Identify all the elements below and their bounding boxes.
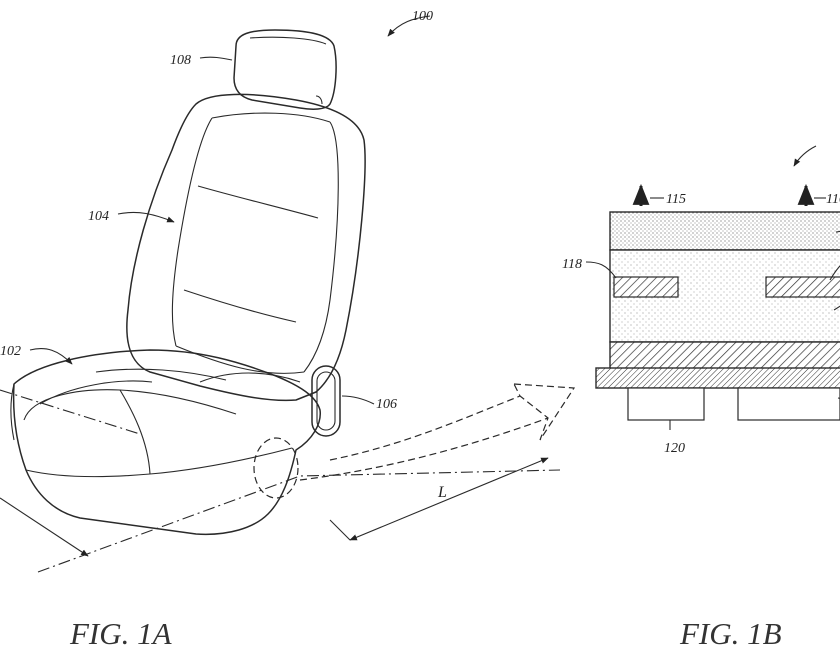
ref-102: 102 (0, 344, 21, 359)
leader-102 (30, 349, 72, 364)
ref-118: 118 (562, 257, 582, 272)
leader-108 (200, 57, 232, 60)
headrest (234, 30, 336, 109)
fig-1b-drawing: 115 116 118 120 FIG. 1B (562, 146, 840, 651)
dimension-line-l (350, 458, 548, 540)
center-line-left (0, 390, 140, 434)
spacer-right (766, 277, 840, 297)
seat-back (127, 94, 365, 400)
rotation-arc-upper (330, 396, 520, 460)
seat-bottom (11, 350, 320, 534)
ref-120: 120 (664, 441, 685, 456)
ref-106: 106 (376, 397, 397, 412)
fig-1a-drawing: 100 108 104 102 106 L FIG. 1A (0, 9, 574, 651)
top-layer (610, 212, 840, 250)
spacer-left (614, 277, 678, 297)
dimension-tick-left (330, 520, 350, 540)
ref-116: 116 (826, 192, 840, 207)
caption-fig-1a: FIG. 1A (69, 616, 173, 651)
leader-fig-1b (794, 146, 816, 166)
base-plate (596, 368, 840, 388)
rotation-arrowhead (514, 384, 574, 440)
component-right (738, 388, 840, 420)
ref-104: 104 (88, 209, 109, 224)
component-left (628, 388, 704, 420)
ref-108: 108 (170, 53, 191, 68)
ref-100: 100 (412, 9, 433, 24)
dimension-line-left (0, 498, 88, 556)
ref-l: L (437, 484, 447, 501)
ref-115: 115 (666, 192, 686, 207)
leader-106 (342, 396, 374, 404)
caption-fig-1b: FIG. 1B (679, 616, 782, 651)
